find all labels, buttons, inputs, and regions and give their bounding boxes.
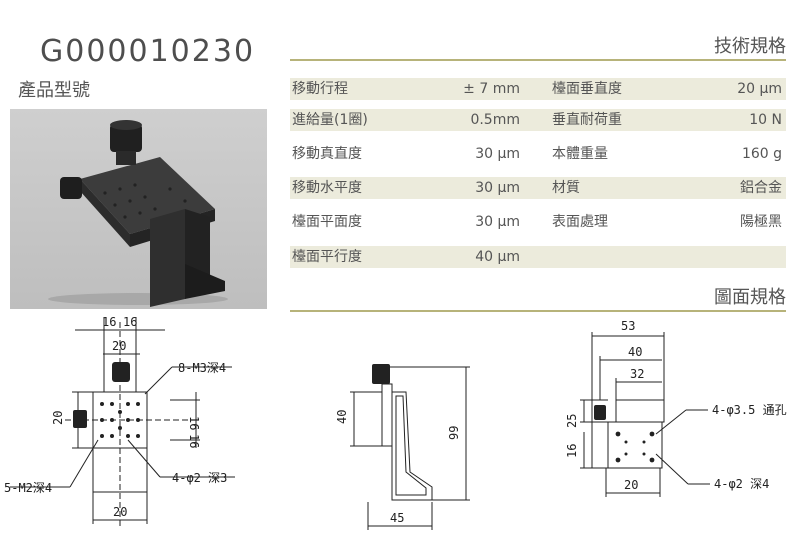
spec-label: 檯面平面度 bbox=[292, 214, 362, 230]
spec-row: 檯面平行度 40 μm bbox=[290, 246, 786, 268]
product-photo bbox=[10, 109, 267, 309]
dim-label: 16 bbox=[565, 444, 579, 458]
dim-label: 45 bbox=[390, 511, 404, 525]
dim-label: 20 bbox=[112, 339, 126, 353]
dim-label: 20 bbox=[624, 478, 638, 492]
note-label: 8-M3深4 bbox=[178, 361, 226, 375]
spec-value: 鋁合金 bbox=[740, 180, 782, 196]
dim-label: 20 bbox=[51, 411, 65, 425]
dim-label: 40 bbox=[628, 345, 642, 359]
spec-value: 20 μm bbox=[737, 81, 782, 97]
spec-label: 本體重量 bbox=[552, 146, 608, 162]
spec-label: 表面處理 bbox=[552, 214, 608, 230]
spec-value: 30 μm bbox=[475, 180, 520, 196]
note-label: 4-φ2 深4 bbox=[714, 477, 769, 491]
spec-row: 移動行程 ± 7 mm 檯面垂直度 20 μm bbox=[290, 78, 786, 100]
side-view-drawing: 40 99 45 bbox=[335, 364, 470, 530]
tech-spec-title: 技術規格 bbox=[714, 36, 786, 57]
spec-row: 進給量(1圈) 0.5mm 垂直耐荷重 10 N bbox=[290, 109, 786, 131]
spec-label: 檯面平行度 bbox=[292, 249, 362, 265]
dim-label: 40 bbox=[335, 410, 349, 424]
top-view-drawing: 16 16 20 8-M3深4 20 16 16 5-M2深4 4-φ2 深3 … bbox=[4, 315, 235, 527]
dim-label: 20 bbox=[113, 505, 127, 519]
spec-label: 材質 bbox=[552, 180, 580, 196]
dim-label: 32 bbox=[630, 367, 644, 381]
note-label: 4-φ2 深3 bbox=[172, 471, 227, 485]
dim-label: 53 bbox=[621, 319, 635, 333]
note-label: 4-φ3.5 通孔 bbox=[712, 403, 787, 417]
spec-value: 30 μm bbox=[475, 146, 520, 162]
spec-label: 移動真直度 bbox=[292, 146, 362, 162]
note-label: 5-M2深4 bbox=[4, 481, 52, 495]
dim-label: 16 bbox=[123, 315, 137, 329]
section-divider bbox=[290, 59, 786, 61]
dim-label: 25 bbox=[565, 414, 579, 428]
model-number-label: 產品型號 bbox=[18, 80, 90, 101]
spec-value: 40 μm bbox=[475, 249, 520, 265]
xy-stage-icon bbox=[48, 120, 228, 307]
spec-row: 移動水平度 30 μm 材質 鋁合金 bbox=[290, 177, 786, 199]
spec-label: 垂直耐荷重 bbox=[552, 112, 622, 128]
front-view-drawing: 53 40 32 4-φ3.5 通孔 25 16 4-φ2 深4 20 bbox=[565, 319, 787, 497]
drawing-spec-title: 圖面規格 bbox=[714, 287, 786, 308]
spec-value: 160 g bbox=[741, 146, 782, 162]
dim-label: 16 bbox=[187, 434, 201, 448]
spec-label: 進給量(1圈) bbox=[292, 112, 368, 128]
model-number: G000010230 bbox=[40, 34, 256, 69]
spec-label: 移動水平度 bbox=[292, 180, 362, 196]
spec-value: 0.5mm bbox=[470, 112, 520, 128]
spec-row: 移動真直度 30 μm 本體重量 160 g bbox=[290, 143, 786, 165]
spec-value: ± 7 mm bbox=[463, 81, 520, 97]
spec-label: 移動行程 bbox=[292, 81, 348, 97]
spec-value: 10 N bbox=[749, 112, 782, 128]
section-divider bbox=[290, 310, 786, 312]
spec-value: 陽極黑 bbox=[740, 214, 782, 230]
dim-label: 16 bbox=[102, 315, 116, 329]
spec-value: 30 μm bbox=[475, 214, 520, 230]
dim-label: 99 bbox=[447, 426, 461, 440]
dim-label: 16 bbox=[187, 416, 201, 430]
spec-label: 檯面垂直度 bbox=[552, 81, 622, 97]
spec-row: 檯面平面度 30 μm 表面處理 陽極黑 bbox=[290, 211, 786, 233]
